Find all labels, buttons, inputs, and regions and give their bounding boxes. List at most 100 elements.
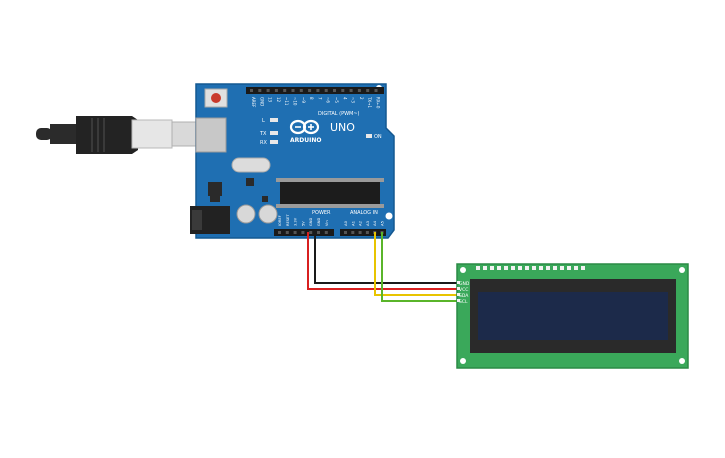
lcd-header-pin: [567, 266, 571, 270]
capacitor: [236, 204, 256, 224]
lcd-header-pin: [539, 266, 543, 270]
digital-pin-hole[interactable]: [266, 89, 270, 92]
led-rx: [270, 140, 278, 144]
wire-vcc[interactable]: [307, 232, 460, 290]
reset-button-icon[interactable]: [204, 88, 228, 108]
digital-pin-hole[interactable]: [341, 89, 345, 92]
digital-pin-hole[interactable]: [316, 89, 320, 92]
power-pin-label: IOREF: [278, 215, 282, 226]
model-label: UNO: [330, 121, 355, 134]
analog-header-label: ANALOG IN: [350, 210, 378, 216]
led-tx: [270, 131, 278, 135]
on-label: ON: [374, 134, 382, 140]
wire-scl[interactable]: [381, 232, 460, 302]
voltage-regulator: [208, 182, 222, 196]
digital-pin-label: 8: [309, 97, 314, 100]
digital-pin-label: AREF: [251, 97, 256, 108]
digital-pin-label: RX←0: [376, 97, 381, 109]
lcd-header-pin: [490, 266, 494, 270]
analog-pin-label: A4: [372, 220, 377, 226]
power-pin-hole[interactable]: [293, 231, 297, 234]
usb-jack: [195, 117, 227, 153]
digital-pin-hole[interactable]: [274, 89, 278, 92]
lcd-header-pin: [532, 266, 536, 270]
digital-pin-hole[interactable]: [349, 89, 353, 92]
digital-header: [246, 87, 384, 94]
analog-pin-hole[interactable]: [358, 231, 362, 234]
lcd-i2c-pin[interactable]: [457, 281, 460, 284]
power-pin-label: 3.3V: [294, 217, 298, 226]
analog-pin-hole[interactable]: [344, 231, 347, 234]
digital-pin-hole[interactable]: [374, 89, 378, 92]
power-pin-hole[interactable]: [301, 231, 305, 234]
lcd-header-pin: [504, 266, 508, 270]
digital-pin-label: ~9: [301, 97, 306, 103]
digital-pin-hole[interactable]: [258, 89, 262, 92]
power-pin-hole[interactable]: [285, 231, 289, 234]
digital-pin-label: 4: [342, 97, 347, 100]
analog-pin-hole[interactable]: [365, 231, 369, 234]
wires: [307, 232, 460, 302]
capacitor: [258, 204, 278, 224]
lcd-header-pin: [581, 266, 585, 270]
digital-pin-label: ~5: [334, 97, 339, 103]
mount-hole: [385, 212, 393, 220]
digital-pin-label: GND: [259, 97, 264, 106]
digital-pin-hole[interactable]: [357, 89, 361, 92]
digital-pin-label: ~3: [351, 97, 356, 103]
lcd-header-pin: [553, 266, 557, 270]
lcd-pin-sda: SDA: [459, 293, 469, 299]
digital-pin-label: ~6: [326, 97, 331, 103]
atmega-chip: [280, 182, 380, 204]
digital-pin-hole[interactable]: [308, 89, 312, 92]
lcd-header-pin: [483, 266, 487, 270]
analog-pin-hole[interactable]: [351, 231, 355, 234]
crystal-oscillator: [231, 157, 271, 173]
lcd-header-pin: [525, 266, 529, 270]
digital-pin-hole[interactable]: [283, 89, 287, 92]
analog-header: [340, 229, 386, 236]
lcd-header-pin: [574, 266, 578, 270]
led-l: [270, 118, 278, 122]
analog-pin-label: A0: [343, 220, 348, 226]
digital-pin-label: 13: [268, 97, 273, 103]
lcd-i2c-pin[interactable]: [457, 299, 460, 302]
analog-pin-label: A2: [358, 220, 363, 226]
power-header-label: POWER: [312, 210, 331, 216]
lcd-16x2-i2c-module: GND VCC SDA SCL: [456, 263, 689, 369]
digital-pin-hole[interactable]: [333, 89, 336, 92]
power-pin-hole[interactable]: [324, 231, 328, 234]
lcd-pin-gnd: GND: [459, 281, 470, 287]
power-pin-label: RESET: [286, 214, 290, 226]
analog-pin-label: A3: [365, 220, 370, 226]
digital-pin-label: 7: [317, 97, 322, 100]
brand-label: ARDUINO: [290, 137, 321, 144]
digital-pin-hole[interactable]: [250, 89, 253, 92]
lcd-header-pin: [497, 266, 501, 270]
power-pin-label: 5V: [301, 221, 305, 226]
digital-pin-hole[interactable]: [299, 89, 303, 92]
wire-sda[interactable]: [374, 232, 460, 296]
lcd-pin-vcc: VCC: [459, 287, 468, 293]
power-pin-hole[interactable]: [317, 231, 320, 234]
led-tx-label: TX: [259, 131, 267, 137]
digital-pin-hole[interactable]: [324, 89, 328, 92]
lcd-header-pin: [546, 266, 550, 270]
lcd-header-pin: [476, 266, 480, 270]
power-pin-hole[interactable]: [278, 231, 281, 234]
led-l-label: L: [262, 118, 265, 124]
power-pin-hole[interactable]: [309, 231, 313, 234]
arduino-logo-icon: [289, 119, 320, 135]
wire-gnd[interactable]: [314, 232, 460, 284]
digital-pin-hole[interactable]: [366, 89, 370, 92]
digital-pin-hole[interactable]: [291, 89, 295, 92]
lcd-pin-scl: SCL: [459, 299, 468, 305]
digital-pin-label: ~11: [284, 97, 289, 106]
lcd-i2c-pin[interactable]: [457, 293, 460, 296]
power-pin-label: GND: [309, 218, 313, 226]
analog-pin-label: A5: [380, 220, 385, 226]
digital-pin-label: ~10: [293, 97, 298, 106]
lcd-i2c-pin[interactable]: [457, 287, 460, 290]
